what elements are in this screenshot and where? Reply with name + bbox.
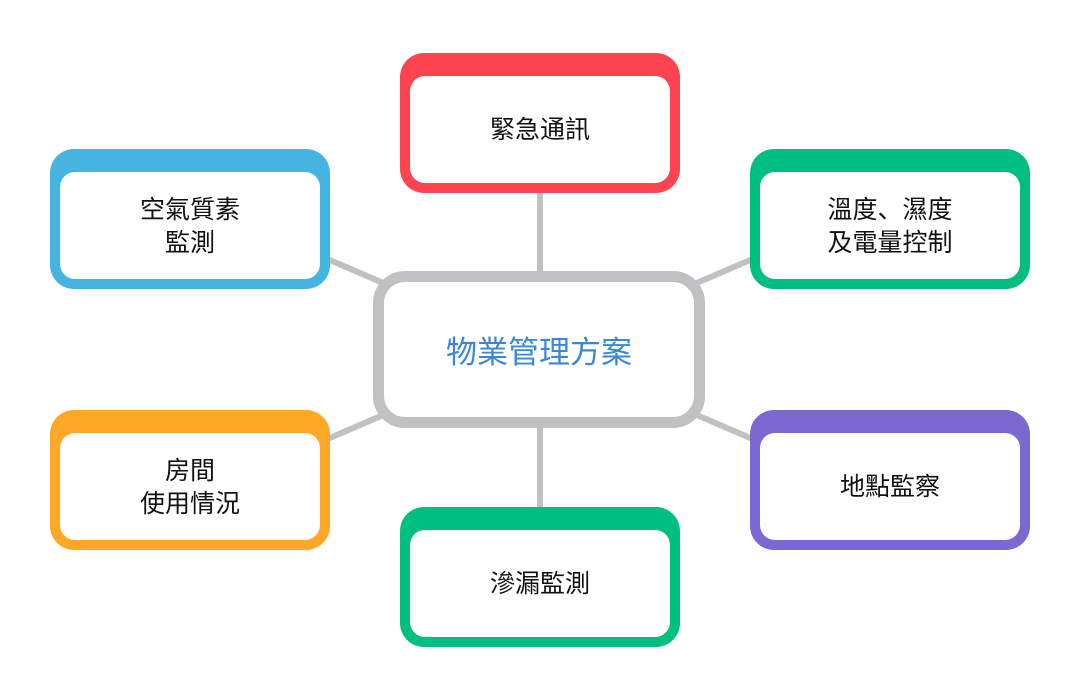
node-label: 房間 使用情況 [139,455,240,518]
node-temperature-humidity-power[interactable]: 溫度、濕度 及電量控制 [750,149,1030,289]
central-node-label: 物業管理方案 [446,335,632,371]
node-leak-monitoring[interactable]: 滲漏監測 [400,507,680,647]
node-location-monitoring[interactable]: 地點監察 [750,410,1030,550]
node-label: 空氣質素 監測 [139,194,240,257]
node-label: 溫度、濕度 及電量控制 [827,194,953,257]
node-emergency-communication[interactable]: 緊急通訊 [400,53,680,193]
node-label: 緊急通訊 [489,115,590,144]
node-room-usage[interactable]: 房間 使用情況 [50,410,330,550]
central-node[interactable]: 物業管理方案 [373,271,705,428]
node-label: 地點監察 [839,472,940,501]
node-label: 滲漏監測 [489,569,590,598]
node-air-quality-monitoring[interactable]: 空氣質素 監測 [50,149,330,289]
